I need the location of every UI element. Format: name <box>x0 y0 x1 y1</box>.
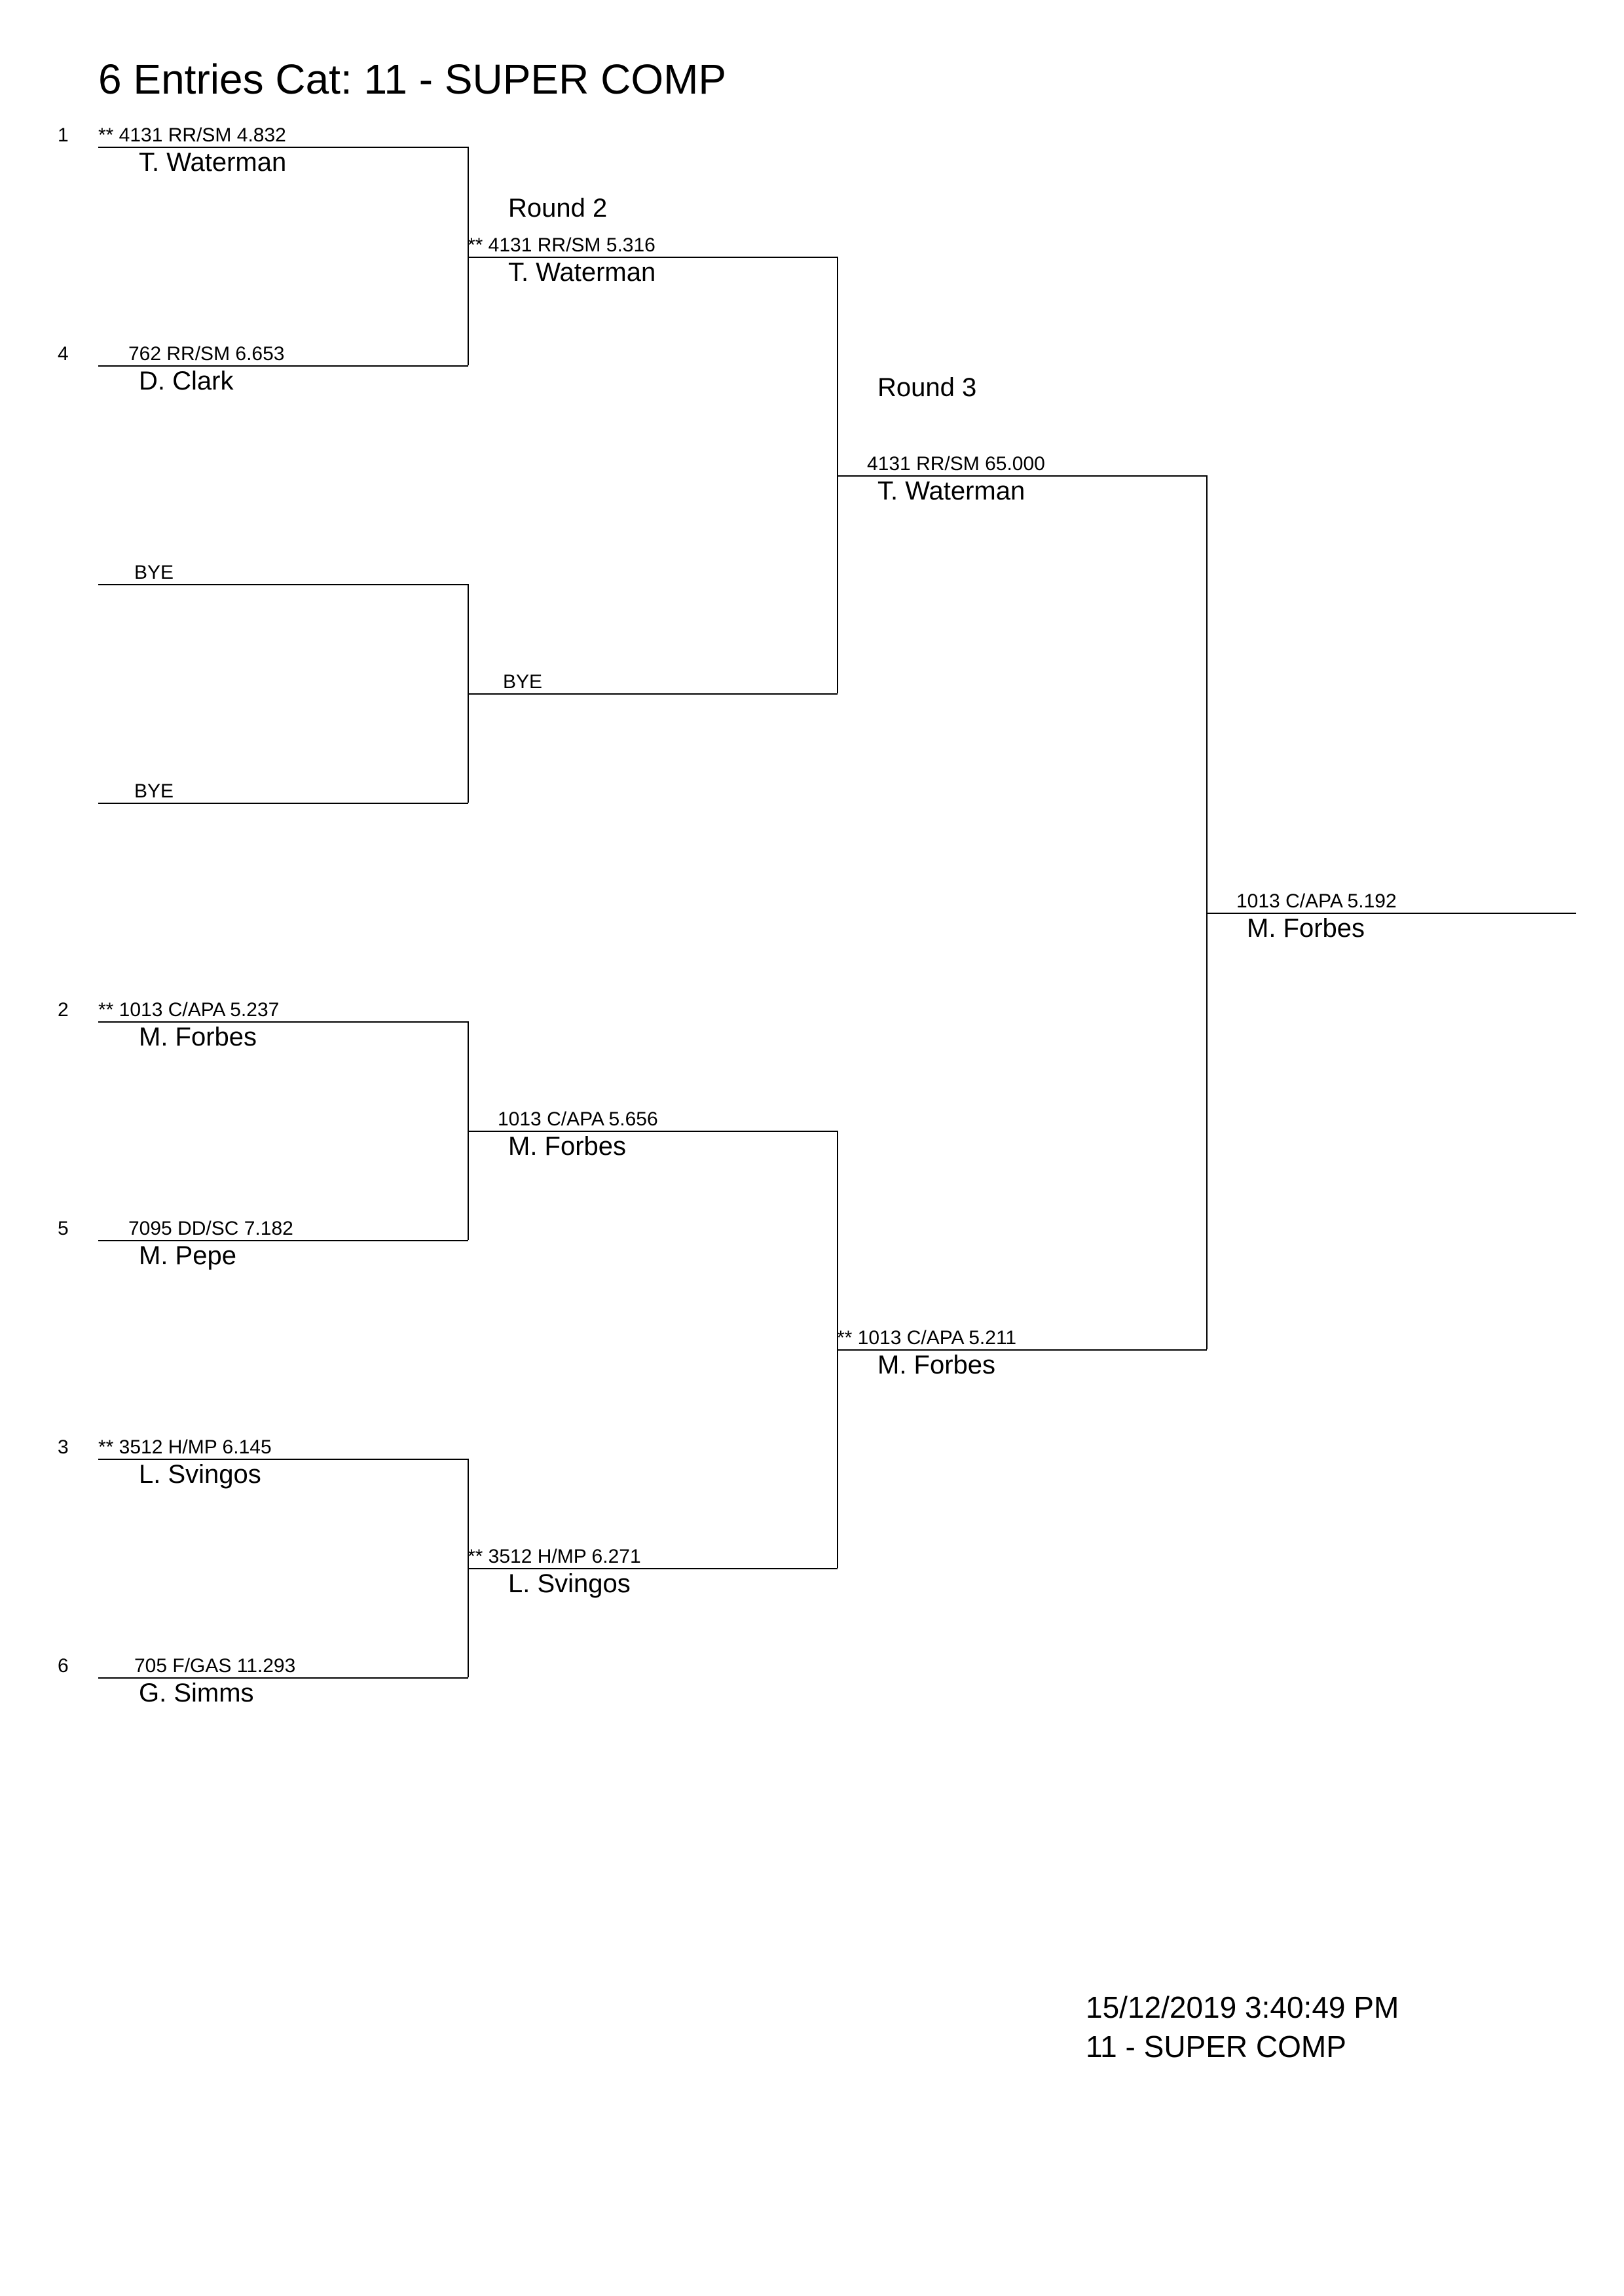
entry-details: 4131 RR/SM 65.000 <box>867 453 1045 475</box>
print-timestamp: 15/12/2019 3:40:49 PM <box>1086 1990 1399 2024</box>
bracket-line <box>98 584 468 585</box>
driver-name: L. Svingos <box>508 1569 631 1598</box>
entry-details: 705 F/GAS 11.293 <box>134 1655 296 1677</box>
bracket-line <box>837 1349 1207 1351</box>
driver-name: T. Waterman <box>877 477 1025 505</box>
driver-name: T. Waterman <box>139 148 287 177</box>
driver-name: T. Waterman <box>508 258 656 287</box>
winner-name: M. Forbes <box>1247 914 1365 943</box>
driver-name: L. Svingos <box>139 1460 261 1489</box>
bracket-line <box>468 1568 838 1569</box>
bracket-line <box>468 257 838 258</box>
entry-details: BYE <box>134 562 174 583</box>
driver-name: G. Simms <box>139 1679 254 1707</box>
bracket-connector <box>1206 475 1208 1349</box>
driver-name: M. Forbes <box>508 1132 627 1161</box>
page-title: 6 Entries Cat: 11 - SUPER COMP <box>98 56 727 103</box>
footer-category: 11 - SUPER COMP <box>1086 2030 1346 2064</box>
seed-number: 1 <box>58 124 69 146</box>
bracket-line <box>98 365 468 367</box>
bracket-line <box>468 1131 838 1132</box>
driver-name: M. Pepe <box>139 1241 236 1270</box>
entry-details: ** 4131 RR/SM 4.832 <box>98 124 286 146</box>
entry-details: 1013 C/APA 5.192 <box>1236 890 1397 912</box>
bracket-line <box>98 1021 468 1023</box>
bracket-line <box>1206 913 1576 914</box>
entry-details: 762 RR/SM 6.653 <box>128 343 285 365</box>
entry-details: BYE <box>134 780 174 802</box>
driver-name: D. Clark <box>139 367 234 395</box>
seed-number: 4 <box>58 343 69 365</box>
bracket-line <box>98 147 468 148</box>
seed-number: 2 <box>58 999 69 1021</box>
driver-name: M. Forbes <box>877 1351 996 1379</box>
entry-details: ** 3512 H/MP 6.145 <box>98 1436 272 1458</box>
entry-details: 1013 C/APA 5.656 <box>498 1108 658 1130</box>
bracket-line <box>837 475 1207 477</box>
bracket-line <box>98 1459 468 1460</box>
bracket-connector <box>837 257 838 693</box>
bracket-line <box>98 1240 468 1241</box>
entry-details: ** 3512 H/MP 6.271 <box>468 1546 641 1567</box>
bracket-line <box>98 1677 468 1679</box>
entry-details: ** 4131 RR/SM 5.316 <box>468 234 655 256</box>
seed-number: 5 <box>58 1218 69 1239</box>
entry-details: ** 1013 C/APA 5.211 <box>837 1327 1017 1349</box>
seed-number: 3 <box>58 1436 69 1458</box>
driver-name: M. Forbes <box>139 1023 257 1051</box>
entry-details: BYE <box>503 671 543 693</box>
round-3-label: Round 3 <box>877 373 977 402</box>
seed-number: 6 <box>58 1655 69 1677</box>
bracket-line <box>98 803 468 804</box>
entry-details: 7095 DD/SC 7.182 <box>128 1218 293 1239</box>
bracket-connector <box>468 147 469 365</box>
bracket-line <box>468 693 838 695</box>
entry-details: ** 1013 C/APA 5.237 <box>98 999 280 1021</box>
round-2-label: Round 2 <box>508 194 608 223</box>
